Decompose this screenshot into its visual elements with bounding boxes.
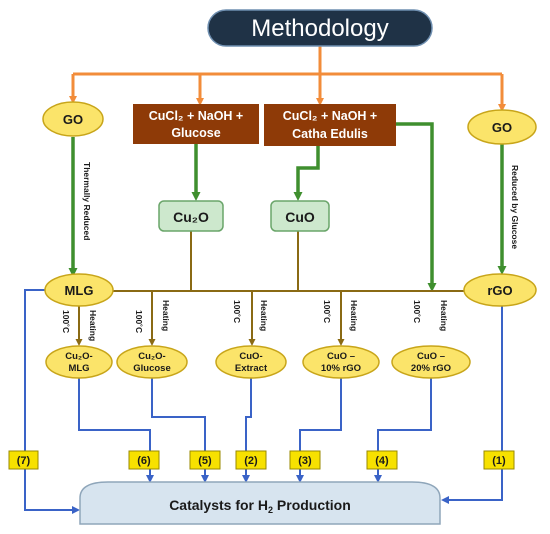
cu2o-mlg-line2: MLG (68, 363, 89, 374)
cu2o-to-mlg-line (110, 231, 192, 292)
heating-connectors (75, 231, 464, 346)
go-right-label: GO (492, 120, 512, 135)
tag-6: (6) (128, 450, 160, 470)
svg-text:(3): (3) (298, 455, 312, 467)
product-tags: (7) (6) (5) (2) (3) (4) (1) (8, 450, 515, 470)
heating-label-3: Heating (259, 300, 269, 331)
cu2o-glucose-line1: Cu₂O- (138, 351, 165, 362)
cuo-10-line1: CuO – (327, 351, 355, 362)
rgo-label: rGO (487, 283, 512, 298)
go-right-node: GO (467, 109, 537, 145)
svg-text:(6): (6) (137, 455, 151, 467)
mlg-label: MLG (65, 283, 94, 298)
catalysts-label: Catalysts for H2 Production (169, 497, 351, 515)
rgo-node: rGO (463, 273, 537, 307)
title-text: Methodology (251, 15, 388, 42)
cucl2-catha-line1: CuCl₂ + NaOH + (283, 109, 377, 123)
arrow-7 (24, 289, 80, 514)
tag-1: (1) (483, 450, 515, 470)
temp-label-5: 100˚C (412, 300, 422, 323)
arrow-5 (151, 378, 209, 483)
cucl2-glucose-line2: Glucose (171, 126, 220, 140)
orange-connectors (69, 46, 506, 112)
svg-text:(5): (5) (198, 455, 212, 467)
heating-label-1: Heating (88, 310, 98, 341)
cucl2-catha-line2: Catha Edulis (292, 127, 368, 141)
cuo-20-line2: 20% rGO (411, 363, 451, 374)
svg-text:(7): (7) (17, 455, 31, 467)
cu2o-glucose-line2: Glucose (133, 363, 171, 374)
catalysts-node: Catalysts for H2 Production (79, 481, 441, 525)
temp-label-1: 100˚C (61, 310, 71, 333)
cu2o-label: Cu₂O (173, 209, 209, 225)
arrow-2 (242, 378, 252, 483)
svg-text:(2): (2) (244, 455, 258, 467)
tag-3: (3) (289, 450, 321, 470)
temp-label-4: 100˚C (322, 300, 332, 323)
cu2o-mlg-node: Cu₂O- MLG (45, 345, 113, 379)
tag-2: (2) (235, 450, 267, 470)
cu2o-mlg-line1: Cu₂O- (65, 351, 92, 362)
cuo-extract-node: CuO- Extract (215, 345, 287, 379)
heating-label-2: Heating (161, 300, 171, 331)
tag-7: (7) (8, 450, 39, 470)
tag-5: (5) (189, 450, 221, 470)
cuo-extract-line2: Extract (235, 363, 268, 374)
cuo-extract-line1: CuO- (239, 351, 262, 362)
heating-label-5: Heating (439, 300, 449, 331)
cu2o-node: Cu₂O (158, 200, 224, 232)
cuo-20-rgo-node: CuO – 20% rGO (391, 345, 471, 379)
arrow-1 (441, 306, 503, 504)
go-left-label: GO (63, 112, 83, 127)
cucl2-glucose-line1: CuCl₂ + NaOH + (149, 109, 243, 123)
thermally-reduced-label: Thermally Reduced (82, 162, 92, 240)
cuo-20-line1: CuO – (417, 351, 445, 362)
heating-label-4: Heating (349, 300, 359, 331)
cucl2-catha-node: CuCl₂ + NaOH + Catha Edulis (264, 104, 396, 146)
go-left-node: GO (42, 101, 104, 137)
mlg-node: MLG (44, 273, 114, 307)
green-connectors (68, 122, 507, 292)
arrow-catha-to-20rgo (396, 122, 437, 292)
reduced-by-glucose-label: Reduced by Glucose (510, 165, 520, 249)
temp-label-3: 100˚C (232, 300, 242, 323)
cucl2-glucose-node: CuCl₂ + NaOH + Glucose (133, 104, 259, 144)
svg-text:(4): (4) (375, 455, 389, 467)
temp-label-2: 100˚C (134, 310, 144, 333)
title-node: Methodology (207, 9, 433, 47)
cuo-node: CuO (270, 200, 330, 232)
edge-labels: Thermally Reduced Reduced by Glucose 100… (61, 162, 520, 341)
cuo-10-rgo-node: CuO – 10% rGO (302, 345, 380, 379)
cu2o-glucose-node: Cu₂O- Glucose (116, 345, 188, 379)
arrow-to-cuo (293, 146, 320, 201)
cuo-10-line2: 10% rGO (321, 363, 361, 374)
cuo-label: CuO (285, 209, 315, 225)
tag-4: (4) (366, 450, 398, 470)
svg-text:(1): (1) (492, 455, 506, 467)
